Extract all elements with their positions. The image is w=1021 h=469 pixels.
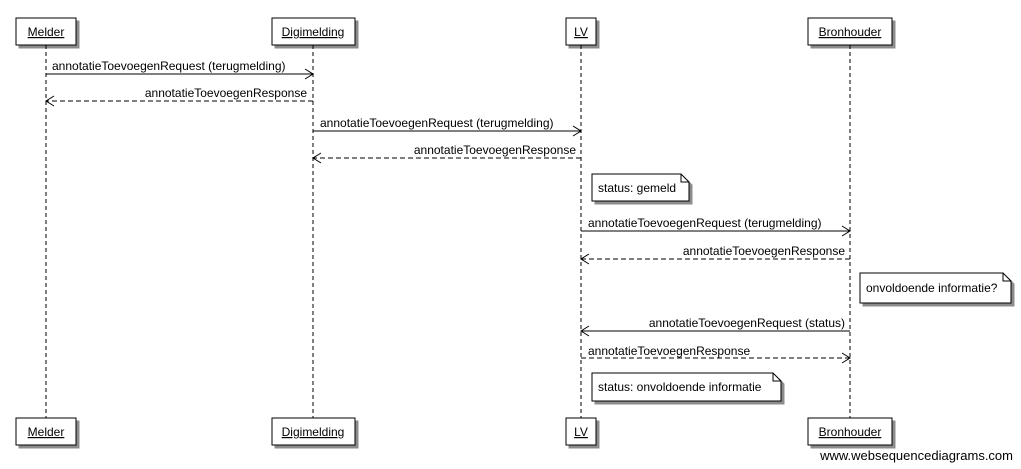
message-4: annotatieToevoegenResponse bbox=[312, 143, 581, 164]
participant-bronhouder-bottom: Bronhouder bbox=[807, 417, 893, 446]
message-7: annotatieToevoegenRequest (status) bbox=[580, 316, 850, 337]
participant-label: Digimelding bbox=[282, 425, 345, 439]
message-label: annotatieToevoegenResponse bbox=[414, 143, 576, 157]
message-label: annotatieToevoegenRequest (terugmelding) bbox=[320, 116, 554, 130]
participant-label: Bronhouder bbox=[819, 425, 882, 439]
message-2: annotatieToevoegenResponse bbox=[45, 86, 313, 107]
participant-lv-bottom: LV bbox=[565, 417, 597, 446]
participant-digimelding-top: Digimelding bbox=[271, 17, 356, 46]
message-label: annotatieToevoegenResponse bbox=[145, 86, 307, 100]
note-status-gemeld: status: gemeld bbox=[591, 173, 690, 202]
participant-label: Digimelding bbox=[282, 25, 345, 39]
lifelines bbox=[45, 45, 851, 418]
participant-label: LV bbox=[574, 25, 588, 39]
note-text: onvoldoende informatie? bbox=[866, 281, 998, 295]
participant-label: Melder bbox=[28, 25, 65, 39]
participant-label: LV bbox=[574, 425, 588, 439]
message-1: annotatieToevoegenRequest (terugmelding) bbox=[46, 59, 314, 80]
participant-bronhouder-top: Bronhouder bbox=[807, 17, 893, 46]
note-text: status: onvoldoende informatie bbox=[598, 380, 762, 394]
message-6: annotatieToevoegenResponse bbox=[580, 244, 850, 265]
message-label: annotatieToevoegenRequest (terugmelding) bbox=[588, 216, 822, 230]
message-label: annotatieToevoegenRequest (terugmelding) bbox=[52, 59, 286, 73]
participant-lv-top: LV bbox=[565, 17, 597, 46]
message-label: annotatieToevoegenResponse bbox=[588, 344, 750, 358]
message-3: annotatieToevoegenRequest (terugmelding) bbox=[313, 116, 582, 137]
participant-digimelding-bottom: Digimelding bbox=[271, 417, 356, 446]
message-label: annotatieToevoegenRequest (status) bbox=[649, 316, 845, 330]
message-5: annotatieToevoegenRequest (terugmelding) bbox=[581, 216, 851, 237]
message-label: annotatieToevoegenResponse bbox=[683, 244, 845, 258]
participant-melder-bottom: Melder bbox=[15, 417, 77, 446]
participant-label: Bronhouder bbox=[819, 25, 882, 39]
watermark-text: www.websequencediagrams.com bbox=[819, 448, 1013, 463]
note-status-onvoldoende-informatie: status: onvoldoende informatie bbox=[591, 372, 782, 402]
message-8: annotatieToevoegenResponse bbox=[581, 344, 851, 364]
participant-label: Melder bbox=[28, 425, 65, 439]
note-text: status: gemeld bbox=[598, 181, 676, 195]
participant-melder-top: Melder bbox=[15, 17, 77, 46]
note-onvoldoende-informatie-question: onvoldoende informatie? bbox=[859, 272, 1012, 304]
